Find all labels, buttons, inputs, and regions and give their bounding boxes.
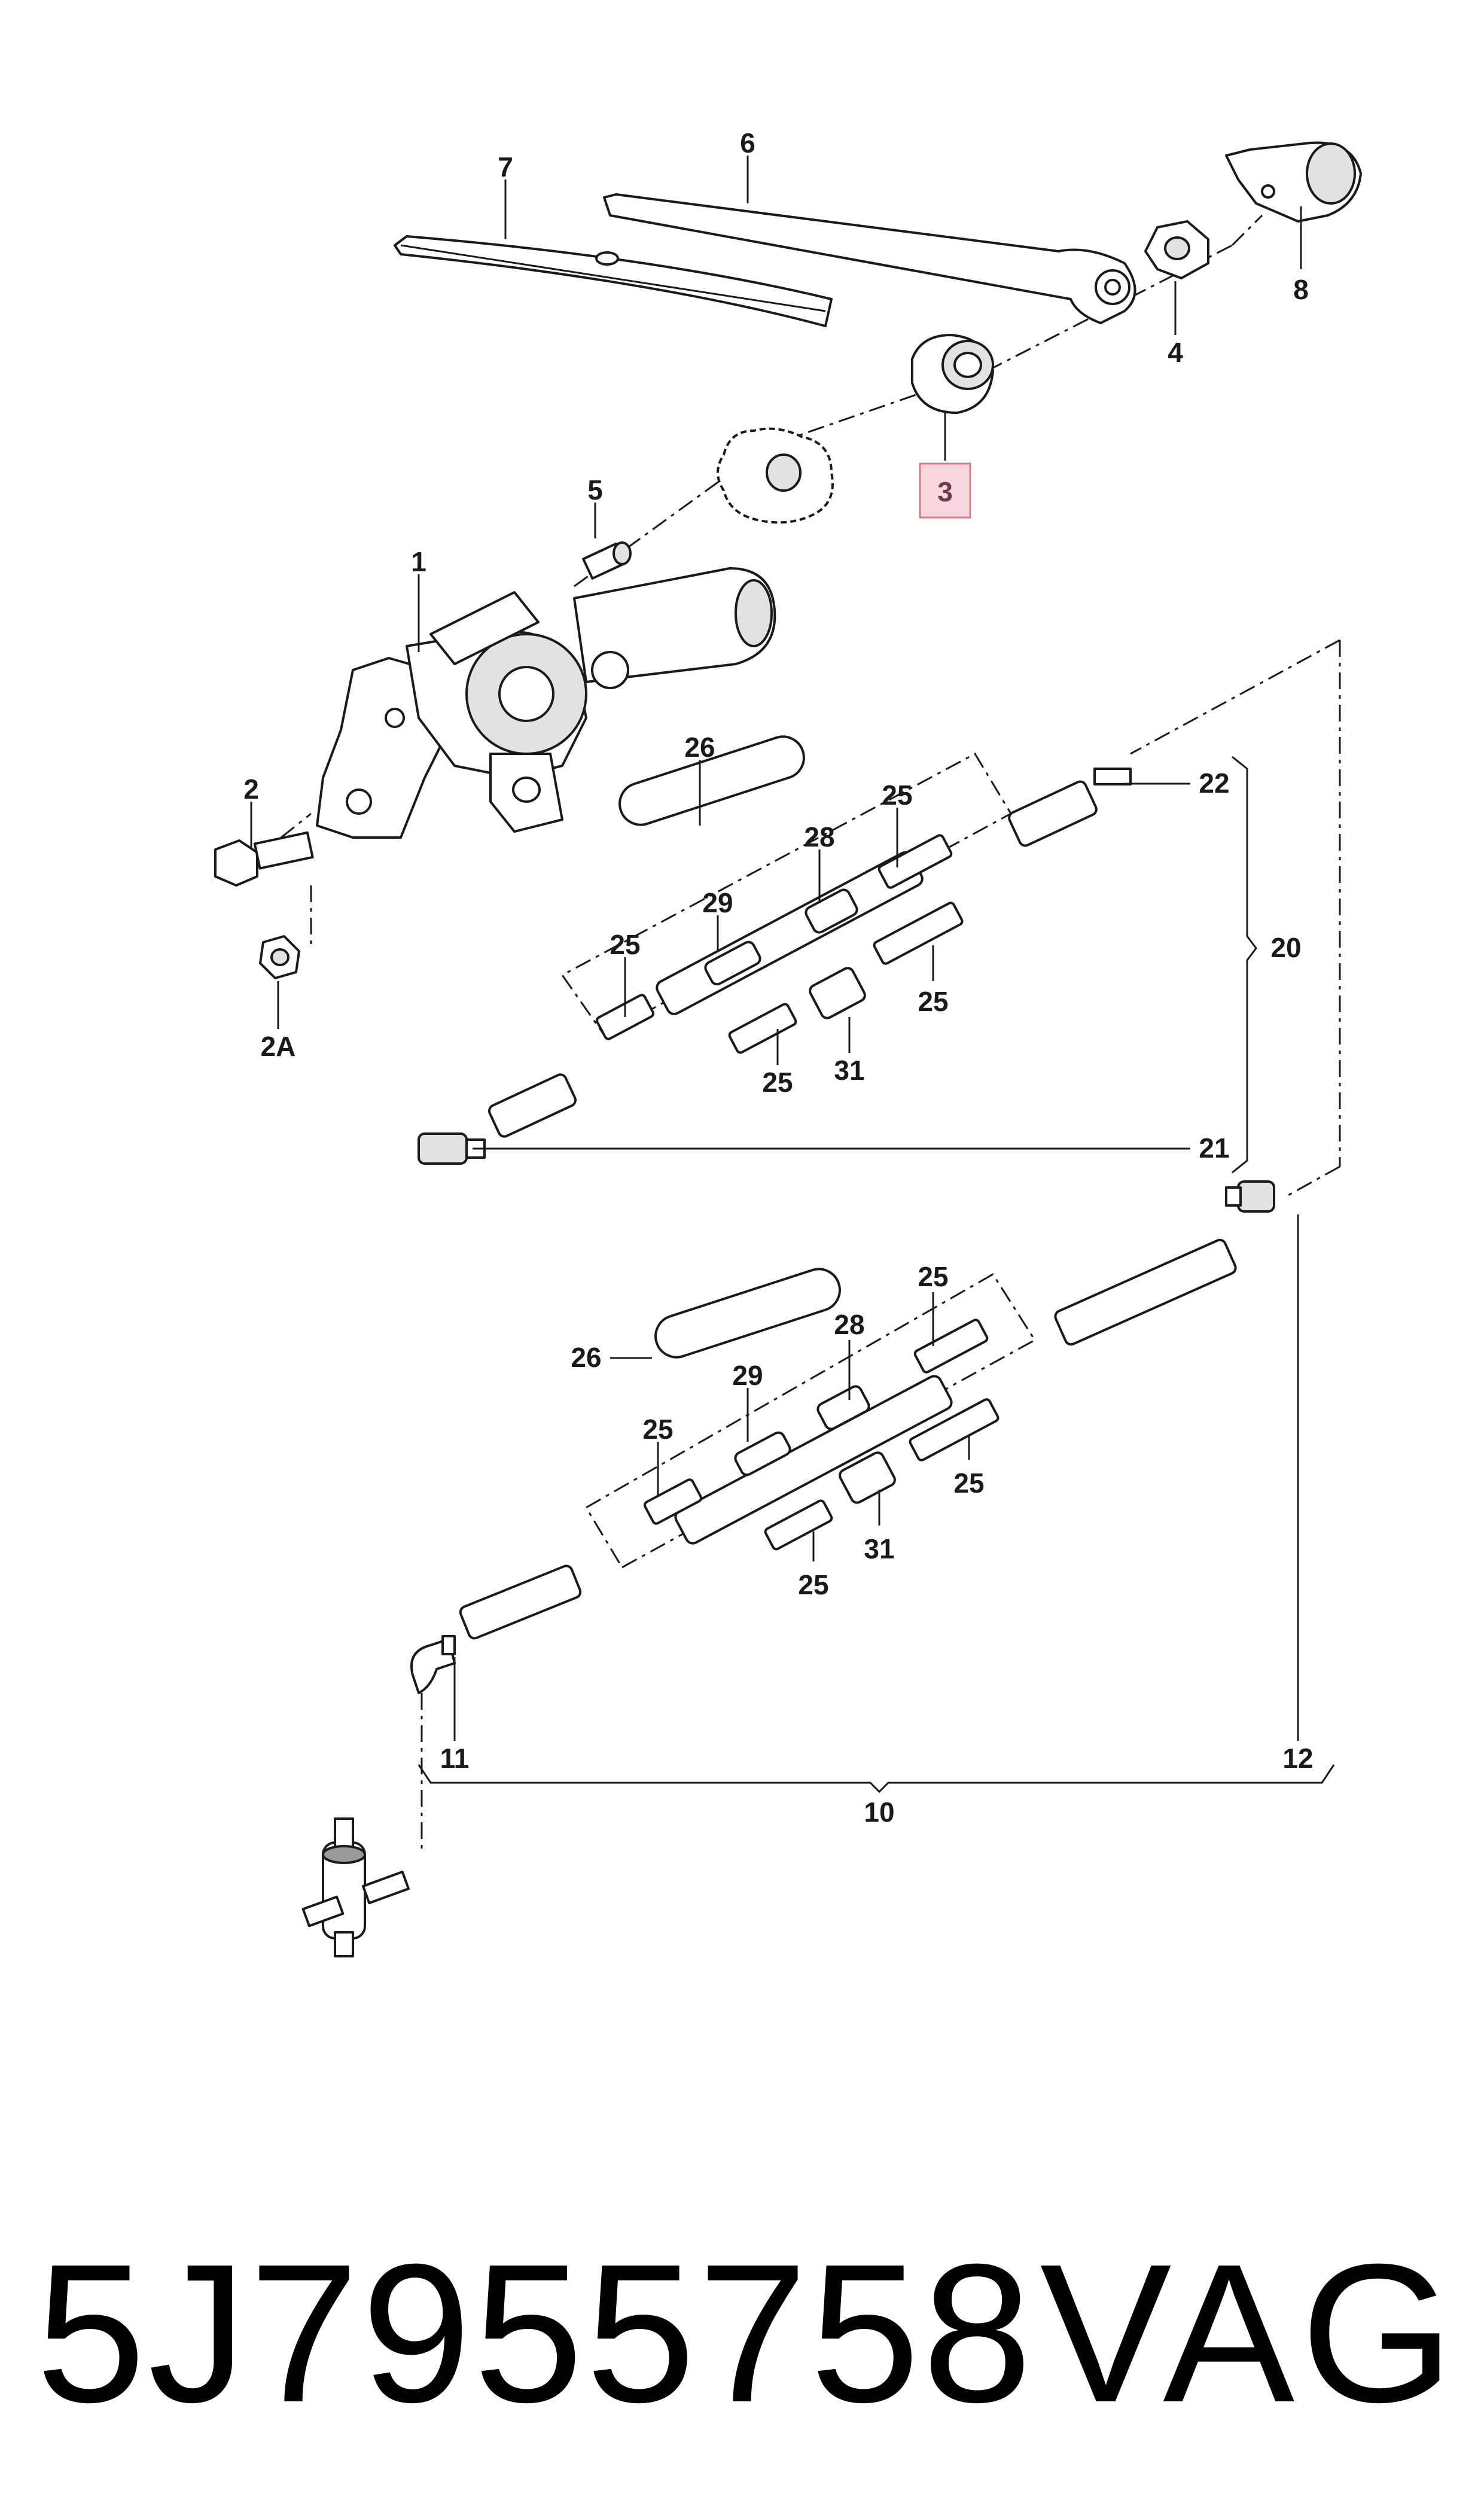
callout-25-lower-right: 25 [918,1261,948,1292]
callout-25-lower-bottom: 25 [798,1569,828,1600]
nut-part-2a [259,935,300,979]
callout-25-upper-bottom: 25 [762,1067,793,1098]
callout-25-lower-left: 25 [642,1414,673,1445]
callout-8: 8 [1293,274,1309,305]
callout-6: 6 [740,127,755,159]
callout-2a: 2A [261,1031,296,1062]
bolt-part-5 [582,541,632,580]
lower-hose-kit-10 [410,1180,1275,1694]
callout-21: 21 [1199,1132,1229,1164]
assembly-axes [281,214,1263,945]
callout-5: 5 [587,474,603,506]
wiper-motor-part-1 [316,567,776,839]
callout-25-upper-mid: 25 [918,986,948,1017]
footer-caption: 5J7955758 VAG [0,2225,1484,2441]
callout-11: 11 [440,1743,470,1774]
callout-25-upper-right: 25 [882,780,912,811]
callout-25-lower-mid: 25 [953,1467,984,1499]
callout-31-upper: 31 [834,1055,864,1086]
callout-26-lower: 26 [571,1342,601,1373]
callout-labels: 7 6 8 4 3 5 1 2 2A 26 25 28 29 25 25 31 … [243,127,1313,1828]
callout-25-upper-left: 25 [610,929,640,960]
callout-7: 7 [498,151,513,182]
callout-26-upper: 26 [684,732,715,763]
callout-4: 4 [1168,337,1183,368]
hex-nut-part-4 [1144,220,1209,279]
callout-29-upper: 29 [702,887,733,918]
callout-3: 3 [937,476,953,507]
callout-31-lower: 31 [864,1533,894,1564]
seal-washer [717,427,834,524]
callout-22: 22 [1199,768,1229,799]
bolt-part-2 [214,831,314,887]
callout-20: 20 [1270,932,1301,963]
callout-12: 12 [1282,1743,1313,1774]
brackets [418,756,1335,1794]
t-connector [301,1817,410,1957]
arm-cap-part-8 [1225,141,1362,223]
grommet-part-3 [911,334,994,414]
wiper-arm-part-6 [603,193,1136,324]
wiper-blade-part-7 [394,235,833,327]
part-number: 5J7955758 [36,2222,1035,2443]
callout-2: 2 [243,774,259,805]
highlight-box-part-3 [919,462,971,519]
brand-name: VAG [1040,2222,1460,2443]
callout-29-lower: 29 [732,1360,763,1391]
upper-hose-kit-20 [418,735,1132,1165]
callout-1: 1 [411,546,426,577]
callout-28-lower: 28 [834,1309,864,1340]
callout-10: 10 [864,1797,894,1828]
leader-lines [250,156,1341,1855]
callout-28-upper: 28 [804,821,834,852]
